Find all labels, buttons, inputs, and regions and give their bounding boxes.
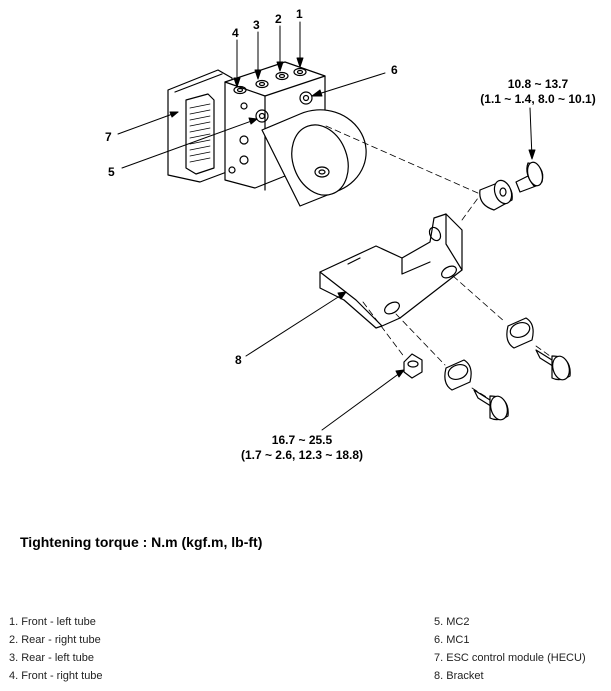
- esc-hecu-exploded-diagram: [117, 21, 571, 431]
- port-mc2: [255, 109, 269, 123]
- hecu-unit: [167, 61, 367, 207]
- center-lower-bolt-assembly: [444, 359, 509, 421]
- port-1: [293, 67, 307, 77]
- callout-2: 2: [275, 12, 282, 26]
- callout-8: 8: [235, 353, 242, 367]
- hecu-connector: [185, 93, 215, 175]
- bracket: [319, 213, 463, 329]
- callout-5: 5: [108, 165, 115, 179]
- upper-torque-nm: 10.8 ~ 13.7: [507, 77, 569, 91]
- upper-torque-alt: (1.1 ~ 1.4, 8.0 ~ 10.1): [480, 92, 596, 106]
- port-2: [275, 71, 289, 81]
- callout-7: 7: [105, 130, 112, 144]
- leader-lines: [117, 21, 536, 431]
- legend-item: 6. MC1: [434, 634, 470, 646]
- callout-6: 6: [391, 63, 398, 77]
- lower-torque-alt: (1.7 ~ 2.6, 12.3 ~ 18.8): [240, 448, 364, 462]
- callout-4: 4: [232, 26, 239, 40]
- upper-bolt-assembly: [479, 161, 544, 211]
- legend-item: 3. Rear - left tube: [9, 652, 94, 664]
- port-4: [233, 85, 247, 95]
- port-3: [255, 79, 269, 89]
- legend-right-column: 5. MC2 6. MC1 7. ESC control module (HEC…: [434, 613, 594, 685]
- tightening-torque-title: Tightening torque : N.m (kgf.m, lb-ft): [20, 534, 263, 550]
- bracket-nut: [403, 353, 423, 379]
- callout-1: 1: [296, 7, 303, 21]
- right-lower-bolt-assembly: [506, 317, 571, 381]
- legend-left-column: 1. Front - left tube 2. Rear - right tub…: [9, 613, 103, 685]
- lower-torque-nm: 16.7 ~ 25.5: [271, 433, 333, 447]
- assembly-guide-lines: [325, 125, 551, 399]
- legend-item: 5. MC2: [434, 616, 470, 628]
- legend-item: 8. Bracket: [434, 670, 484, 682]
- lower-bolt-torque-spec: 16.7 ~ 25.5 (1.7 ~ 2.6, 12.3 ~ 18.8): [224, 433, 380, 463]
- port-mc1: [299, 91, 313, 105]
- legend-item: 7. ESC control module (HECU): [434, 652, 586, 664]
- legend-item: 1. Front - left tube: [9, 616, 96, 628]
- upper-bolt-torque-spec: 10.8 ~ 13.7 (1.1 ~ 1.4, 8.0 ~ 10.1): [468, 77, 608, 107]
- legend-item: 4. Front - right tube: [9, 670, 103, 682]
- callout-3: 3: [253, 18, 260, 32]
- legend-item: 2. Rear - right tube: [9, 634, 101, 646]
